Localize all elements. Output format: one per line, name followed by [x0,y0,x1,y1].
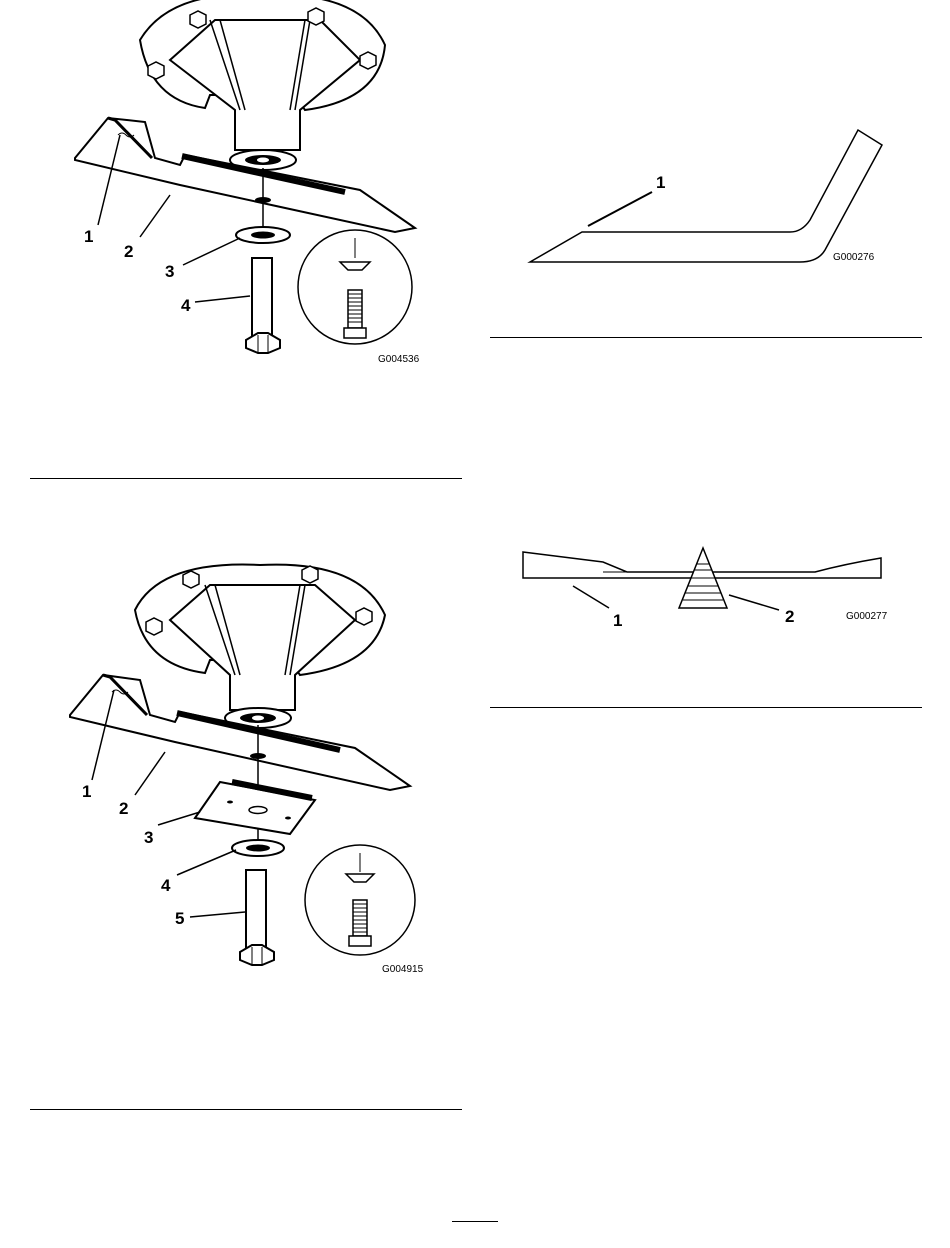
callout-1: 1 [656,173,665,192]
callout-1: 1 [84,227,93,246]
figure-blade-sail: 1 G000276 [520,120,900,270]
anti-scalp-plate [195,782,315,834]
blade-install-2-drawing: 1 2 3 4 5 G004915 [60,560,460,980]
blade-sail-drawing: 1 G000276 [520,120,900,270]
detail-inset [305,845,415,955]
callout-2: 2 [785,607,794,626]
callout-1: 1 [613,611,622,630]
callout-2: 2 [119,799,128,818]
blade-install-drawing: 1 2 3 4 G004536 [60,0,460,370]
bolt-icon [240,870,274,965]
section-divider [490,337,922,338]
callout-3: 3 [144,828,153,847]
figure-code: G000276 [833,252,875,263]
figure-blade-install: 1 2 3 4 G004536 [60,0,460,370]
callout-5: 5 [175,909,184,928]
callout-2: 2 [124,242,133,261]
bolt-icon [246,258,280,353]
section-divider [490,707,922,708]
blade-balance-drawing: 1 2 G000277 [515,540,905,630]
page-number-rule [452,1221,498,1222]
figure-code: G004536 [378,354,420,365]
callout-4: 4 [181,296,191,315]
callout-4: 4 [161,876,171,895]
figure-code: G004915 [382,964,424,975]
detail-inset [298,230,412,344]
section-divider [30,1109,462,1110]
figure-blade-install-2: 1 2 3 4 5 G004915 [60,560,460,980]
figure-code: G000277 [846,611,888,622]
callout-3: 3 [165,262,174,281]
callout-1: 1 [82,782,91,801]
figure-blade-balance: 1 2 G000277 [515,540,905,630]
section-divider [30,478,462,479]
